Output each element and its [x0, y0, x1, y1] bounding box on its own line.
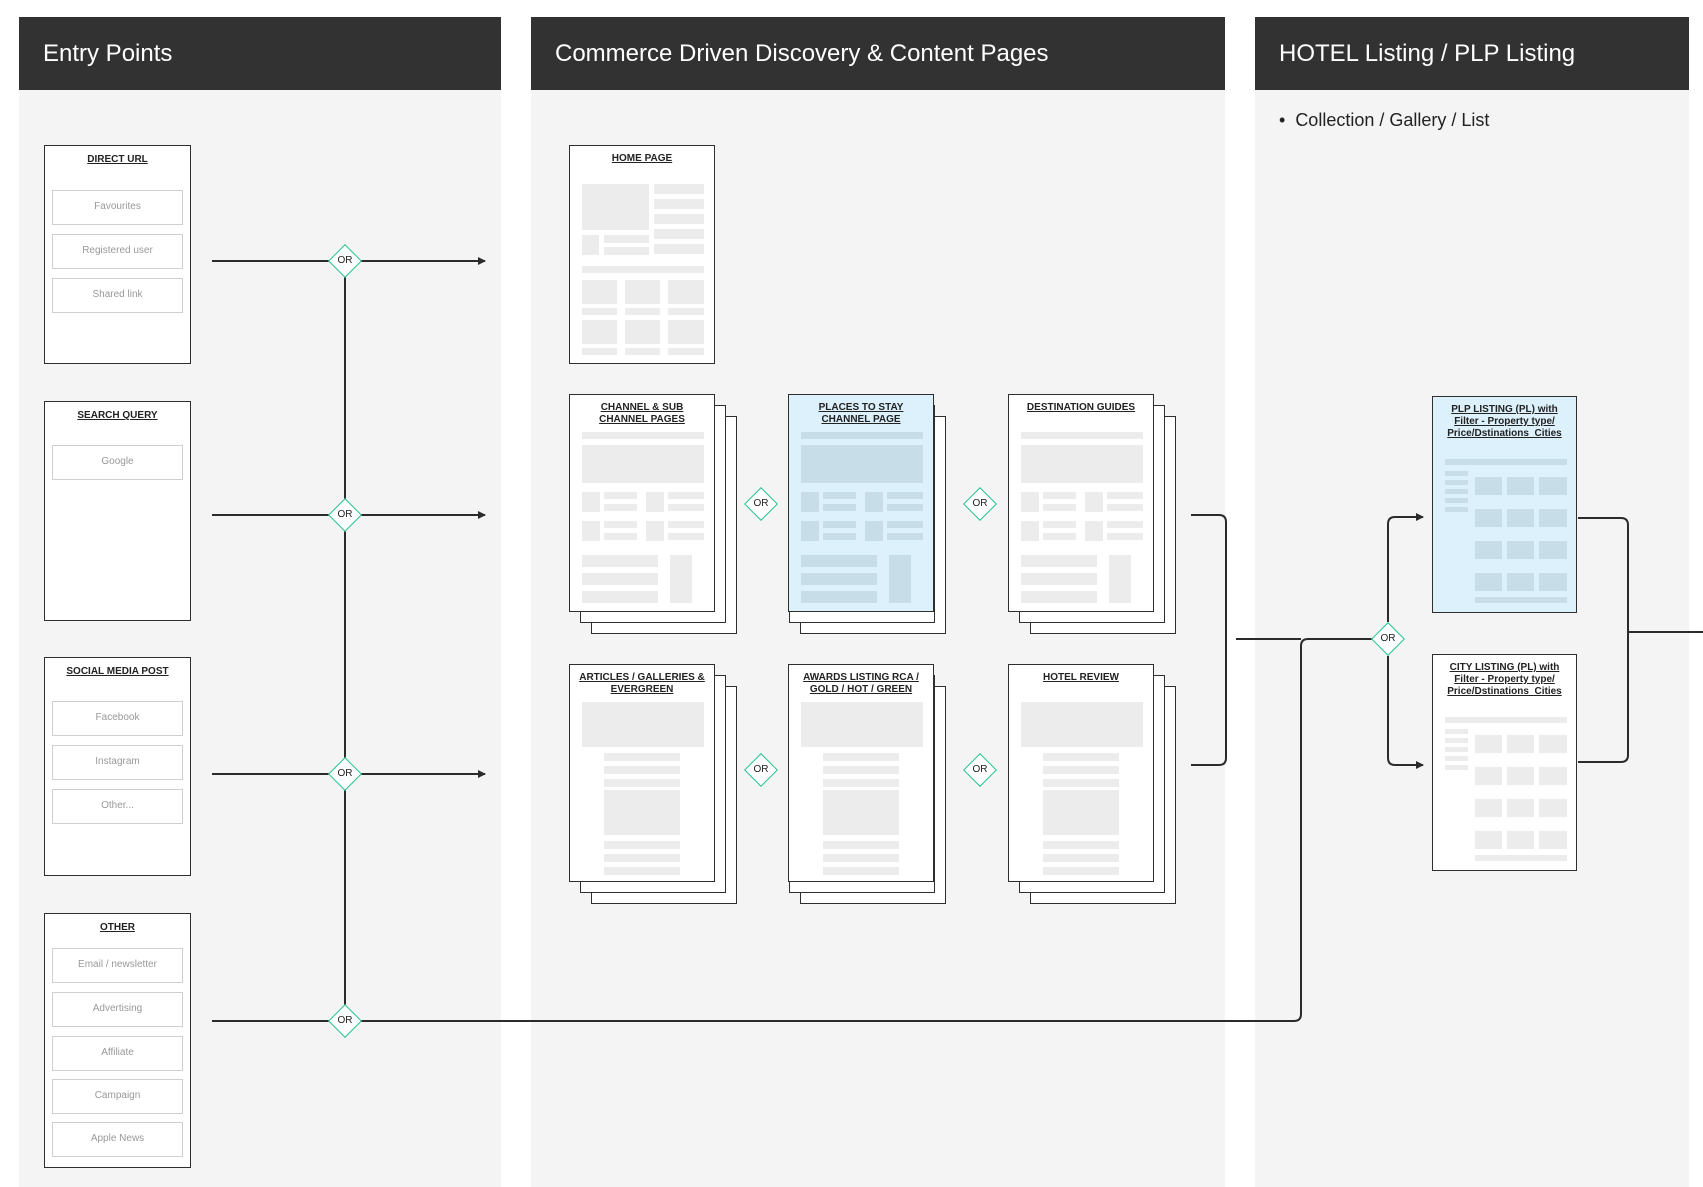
field-campaign: Campaign	[52, 1079, 183, 1114]
page-title: HOME PAGE	[611, 153, 673, 164]
or-connector: OR	[963, 753, 997, 787]
lane-title: Commerce Driven Discovery & Content Page…	[531, 17, 1225, 90]
or-connector: OR	[328, 498, 362, 532]
field-google: Google	[52, 445, 183, 480]
field-favourites: Favourites	[52, 190, 183, 225]
page-title: PLACES TO STAY CHANNEL PAGE	[818, 402, 904, 425]
field-registered-user: Registered user	[52, 234, 183, 269]
field-email-newsletter: Email / newsletter	[52, 948, 183, 983]
page-city-listing: CITY LISTING (PL) with Filter - Property…	[1432, 654, 1577, 871]
page-plp-listing: PLP LISTING (PL) with Filter - Property …	[1432, 396, 1577, 613]
page-places-to-stay: PLACES TO STAY CHANNEL PAGE	[788, 394, 934, 612]
field-instagram: Instagram	[52, 745, 183, 780]
page-awards-listing: AWARDS LISTING RCA / GOLD / HOT / GREEN	[788, 664, 934, 882]
bullet-item: Collection / Gallery / List	[1279, 110, 1689, 131]
page-articles-galleries: ARTICLES / GALLERIES & EVERGREEN	[569, 664, 715, 882]
page-channel: CHANNEL & SUB CHANNEL PAGES	[569, 394, 715, 612]
page-title: CITY LISTING (PL) with Filter - Property…	[1447, 662, 1562, 697]
page-hotel-review: HOTEL REVIEW	[1008, 664, 1154, 882]
or-connector: OR	[744, 487, 778, 521]
or-connector: OR	[328, 244, 362, 278]
bullet-list: Collection / Gallery / List	[1279, 110, 1689, 131]
page-title: ARTICLES / GALLERIES & EVERGREEN	[579, 672, 705, 695]
entry-card-search-query: SEARCH QUERY Google	[44, 401, 191, 621]
field-advertising: Advertising	[52, 992, 183, 1027]
card-title: OTHER	[100, 922, 135, 933]
field-other: Other...	[52, 789, 183, 824]
lane-title: Entry Points	[19, 17, 501, 90]
page-title: AWARDS LISTING RCA / GOLD / HOT / GREEN	[803, 672, 919, 695]
field-apple-news: Apple News	[52, 1122, 183, 1157]
entry-card-direct-url: DIRECT URL Favourites Registered user Sh…	[44, 145, 191, 364]
card-title: DIRECT URL	[87, 154, 148, 165]
field-shared-link: Shared link	[52, 278, 183, 313]
page-home: HOME PAGE	[569, 145, 715, 364]
page-title: PLP LISTING (PL) with Filter - Property …	[1447, 404, 1562, 439]
or-connector: OR	[328, 1004, 362, 1038]
page-destination-guides: DESTINATION GUIDES	[1008, 394, 1154, 612]
or-connector: OR	[1371, 622, 1405, 656]
field-facebook: Facebook	[52, 701, 183, 736]
entry-card-other: OTHER Email / newsletter Advertising Aff…	[44, 913, 191, 1168]
lane-title: HOTEL Listing / PLP Listing	[1255, 17, 1689, 90]
or-connector: OR	[963, 487, 997, 521]
page-title: CHANNEL & SUB CHANNEL PAGES	[599, 402, 685, 425]
or-connector: OR	[744, 753, 778, 787]
page-title: HOTEL REVIEW	[1043, 672, 1119, 683]
or-connector: OR	[328, 757, 362, 791]
page-title: DESTINATION GUIDES	[1026, 402, 1136, 413]
card-title: SOCIAL MEDIA POST	[66, 666, 169, 677]
card-title: SEARCH QUERY	[77, 410, 158, 421]
field-affiliate: Affiliate	[52, 1036, 183, 1071]
entry-card-social-media-post: SOCIAL MEDIA POST Facebook Instagram Oth…	[44, 657, 191, 876]
